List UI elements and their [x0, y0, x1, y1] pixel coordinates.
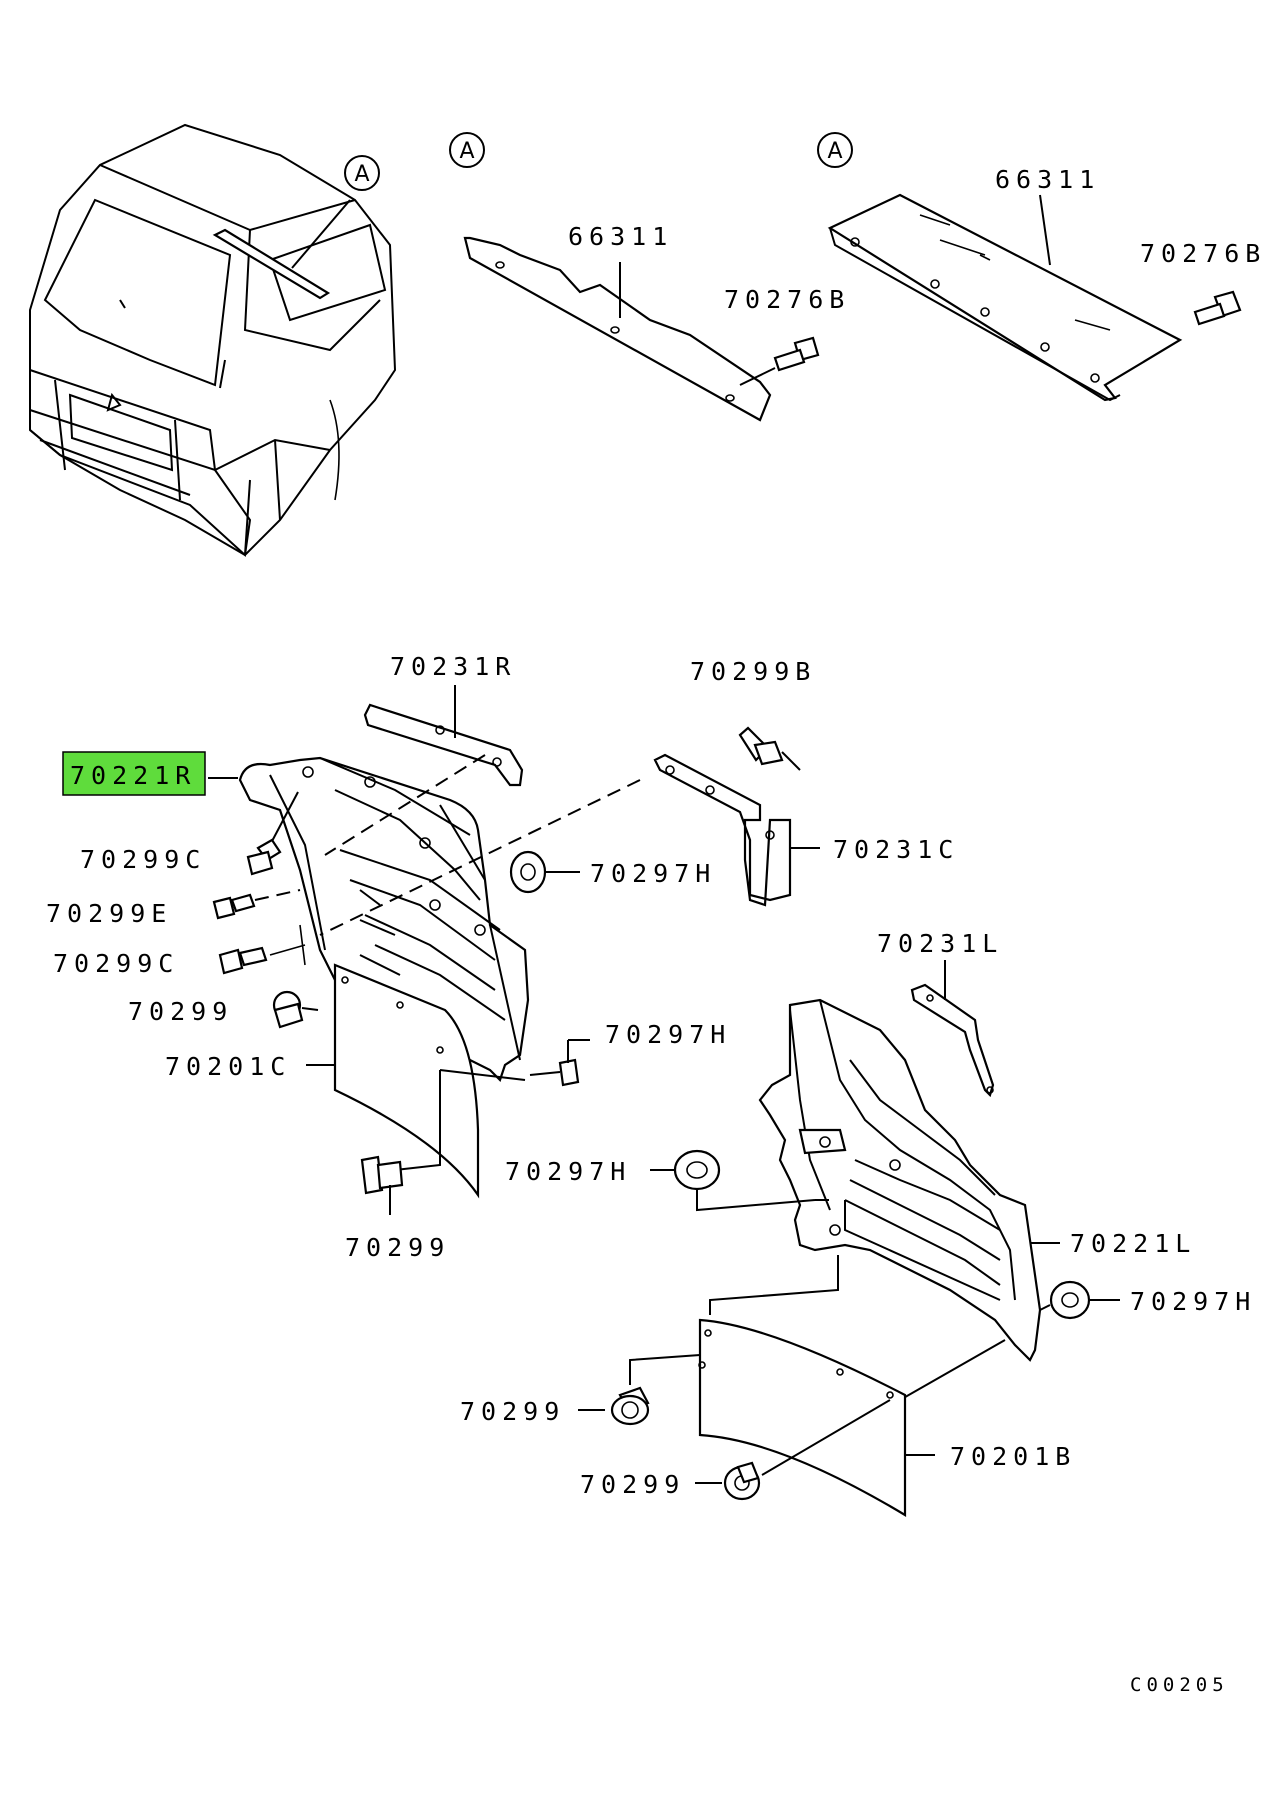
- label-70276b-right: 70276B: [1140, 239, 1266, 268]
- label-70297h-4: 70297H: [1130, 1287, 1256, 1316]
- label-70231r: 70231R: [390, 652, 516, 681]
- label-70231c: 70231C: [833, 835, 959, 864]
- label-70221r[interactable]: 70221R: [70, 761, 196, 790]
- label-66311-right: 66311: [995, 165, 1100, 194]
- label-70201c: 70201C: [165, 1052, 291, 1081]
- label-70299-1: 70299: [128, 997, 233, 1026]
- bracket-70231c-group: 70299B 70231C: [653, 657, 959, 907]
- label-70297h-1: 70297H: [590, 859, 716, 888]
- label-70276b-left: 70276B: [724, 285, 850, 314]
- label-70299-3: 70299: [460, 1397, 565, 1426]
- highlight-box-70221r[interactable]: [62, 751, 206, 796]
- label-70221l: 70221L: [1070, 1229, 1196, 1258]
- ref-marker-a-right: A: [827, 139, 842, 164]
- label-70299c-2: 70299C: [53, 949, 179, 978]
- label-70299-4: 70299: [580, 1470, 685, 1499]
- label-70299e: 70299E: [46, 899, 172, 928]
- label-70299c-1: 70299C: [80, 845, 206, 874]
- label-70299-2: 70299: [345, 1233, 450, 1262]
- label-70299b: 70299B: [690, 657, 816, 686]
- label-70297h-3: 70297H: [505, 1157, 631, 1186]
- label-66311-left: 66311: [568, 222, 673, 251]
- label-70231l: 70231L: [877, 929, 1003, 958]
- right-fender-assembly: 70231R 70221R 70299C 70299E: [46, 652, 731, 1262]
- truck-cab-illustration: A: [29, 123, 397, 558]
- label-70201b: 70201B: [950, 1442, 1076, 1471]
- weather-strip-right: A 66311 70276B: [817, 132, 1266, 402]
- label-70297h-2: 70297H: [605, 1020, 731, 1049]
- ref-marker-a-truck: A: [354, 162, 369, 187]
- diagram-code: C00205: [1130, 1674, 1229, 1696]
- left-fender-assembly: 70231L 70221L 70297H 70297H: [460, 929, 1256, 1517]
- ref-marker-a-left: A: [459, 139, 474, 164]
- weather-strip-left: A 66311 70276B: [449, 132, 850, 422]
- ref-marker-circle: [344, 155, 380, 191]
